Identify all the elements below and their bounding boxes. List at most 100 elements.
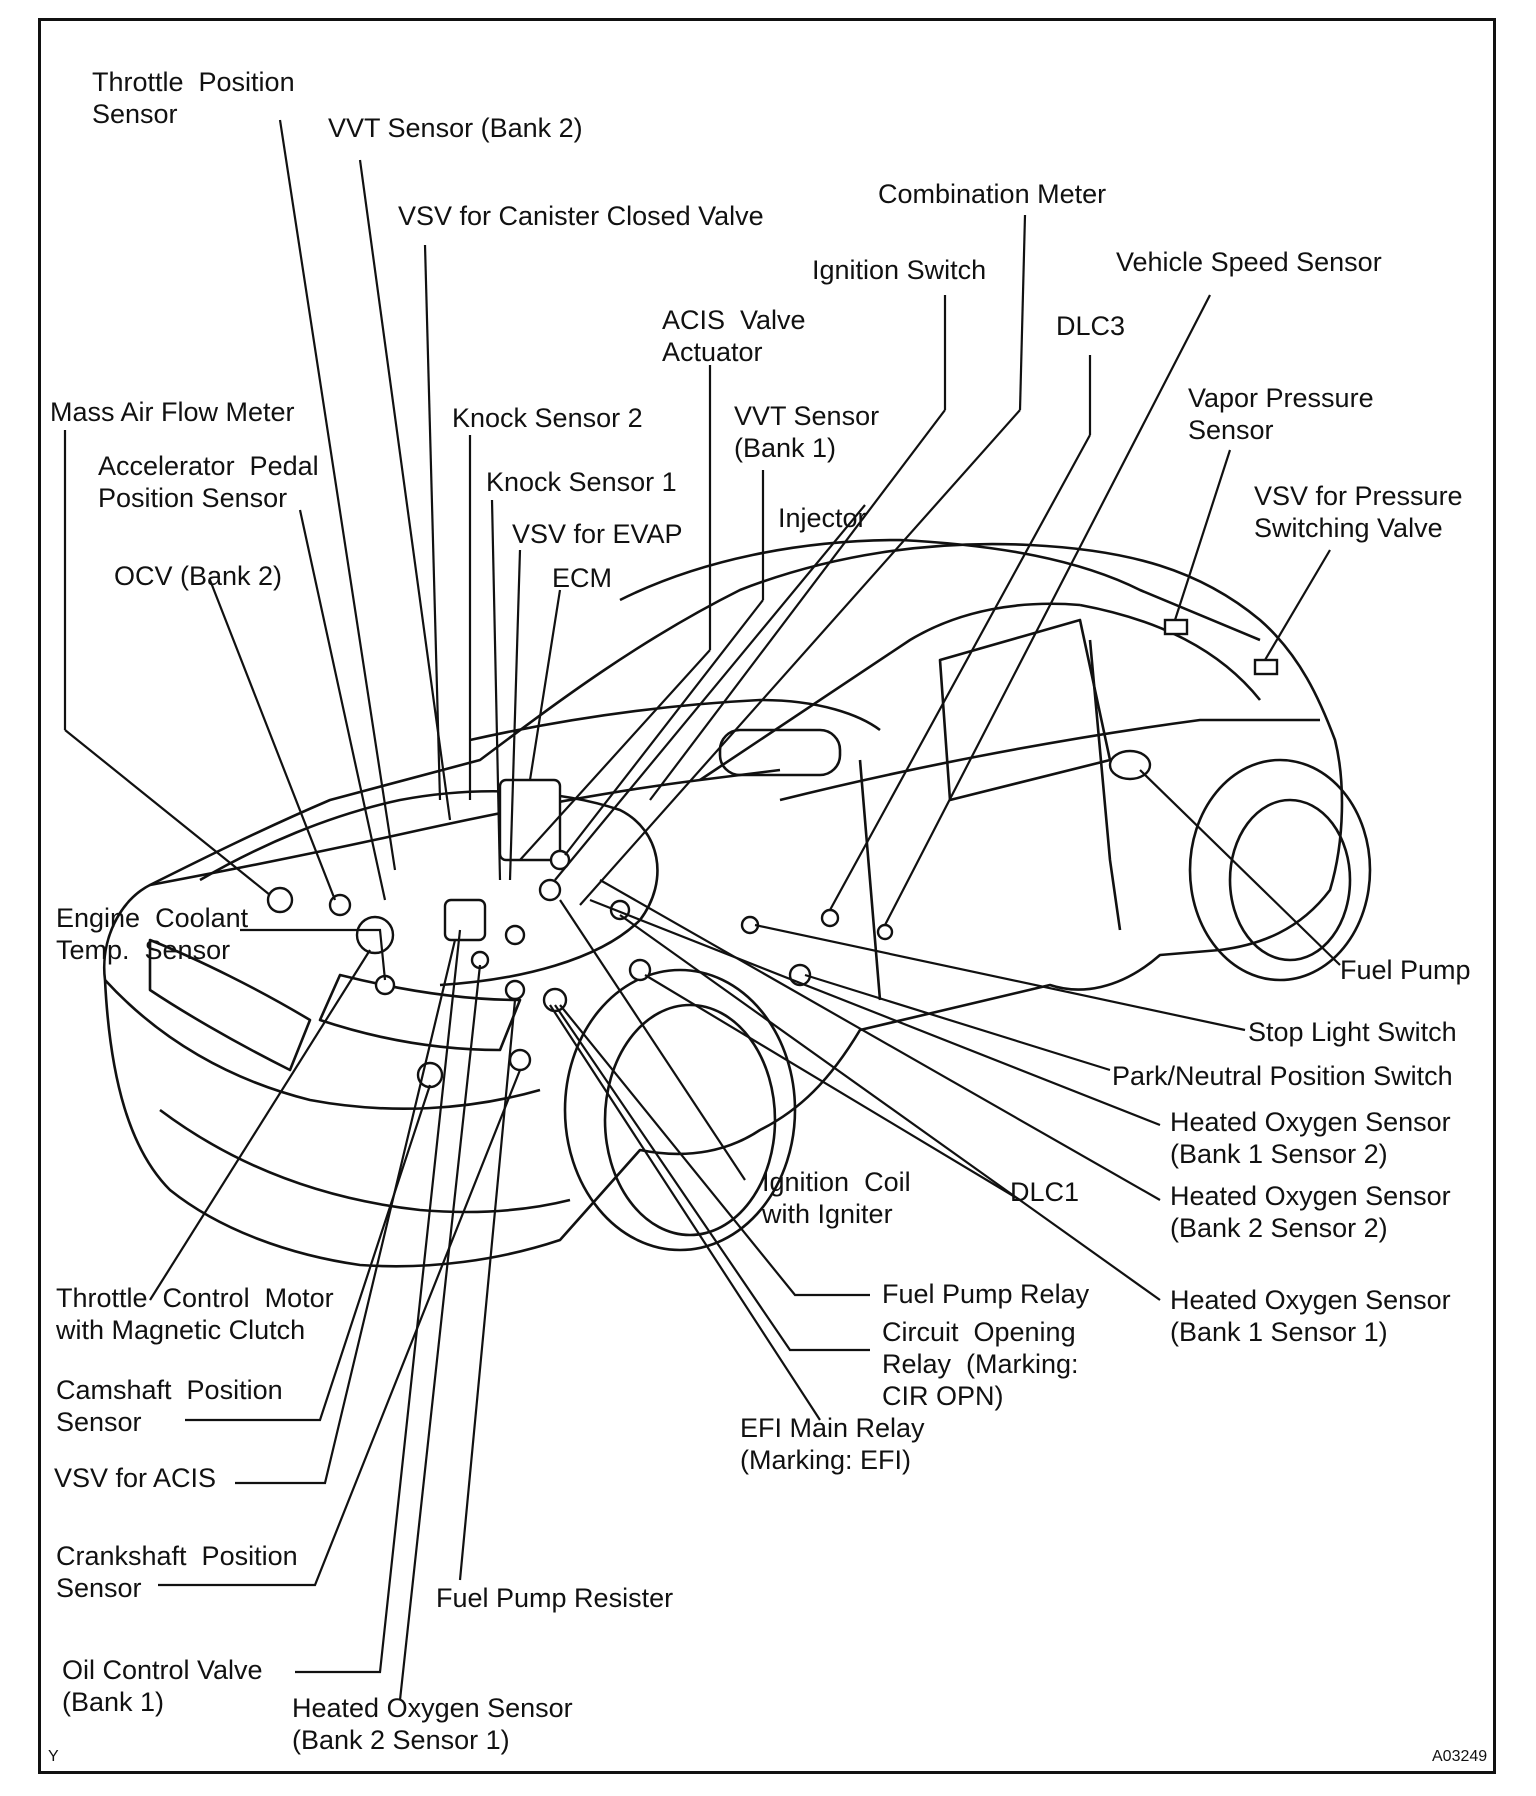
leader-stop-light — [754, 923, 1246, 1032]
dlc3-marker — [820, 908, 840, 928]
label-dlc1: DLC1 — [1010, 1177, 1080, 1207]
leader-throttle-position-sensor — [278, 119, 397, 871]
leader-ignition-coil — [559, 899, 746, 1181]
car-roof — [619, 538, 1261, 642]
leader-fuel-pump-relay — [559, 1004, 870, 1297]
leader-camshaft — [185, 1084, 432, 1422]
car-outline — [102, 538, 1372, 1268]
label-vapor-pressure-sensor: Vapor Pressure Sensor — [1188, 383, 1374, 445]
car-rear-window — [1079, 603, 1262, 701]
crankshaft-sensor-marker — [508, 1048, 532, 1072]
vapor-pressure-sensor-marker — [1163, 618, 1189, 636]
leader-crankshaft — [158, 1069, 522, 1587]
car-body-side — [102, 542, 1344, 1268]
fuel-pump-resister-marker — [504, 979, 526, 1001]
leader-vsv-canister — [423, 244, 442, 801]
label-vsv-for-acis: VSV for ACIS — [54, 1463, 217, 1493]
leader-ocv-bank1 — [295, 929, 462, 1674]
label-vehicle-speed-sensor: Vehicle Speed Sensor — [1116, 247, 1382, 277]
label-ocv-bank2: OCV (Bank 2) — [114, 561, 283, 591]
label-vvt-sensor-bank1: VVT Sensor (Bank 1) — [734, 401, 880, 463]
leader-vvt-bank1-2 — [564, 599, 764, 856]
leader-fuel-pump-resister — [458, 999, 517, 1581]
label-fuel-pump: Fuel Pump — [1340, 955, 1471, 985]
ignition-coil-marker — [443, 898, 487, 942]
label-dlc3: DLC3 — [1056, 311, 1126, 341]
leader-combination-meter — [1018, 214, 1027, 411]
car-engine-bay-edge — [199, 789, 659, 987]
label-knock-sensor-1: Knock Sensor 1 — [486, 467, 677, 497]
figure-code: A03249 — [1432, 1748, 1488, 1765]
leader-ecm — [528, 589, 562, 781]
injector-marker — [538, 878, 562, 902]
car-cowl-vent — [718, 728, 842, 777]
car-door-line — [1088, 639, 1122, 931]
diagram-frame — [38, 18, 1496, 1774]
leader-acis-2 — [519, 649, 711, 861]
label-heated-o2-bank1-sensor2: Heated Oxygen Sensor (Bank 1 Sensor 2) — [1170, 1107, 1451, 1169]
car-beltline — [779, 718, 1320, 802]
throttle-body-marker — [355, 915, 395, 955]
car-front-wheel — [603, 1003, 777, 1237]
label-throttle-control-motor: Throttle Control Motor with Magnetic Clu… — [56, 1283, 334, 1345]
speed-sensor-marker — [876, 923, 894, 941]
label-injector: Injector — [778, 503, 867, 533]
fuel-pump-marker — [1108, 749, 1152, 781]
leader-throttle-control — [149, 949, 371, 1301]
label-vsv-canister-closed-valve: VSV for Canister Closed Valve — [398, 201, 764, 231]
leader-circuit-opening — [554, 1004, 870, 1352]
leader-maf-2 — [64, 729, 271, 896]
leader-o2-b2s2 — [599, 879, 1161, 1201]
leader-efi-main — [549, 1004, 821, 1421]
leader-o2-b1s1 — [619, 914, 1161, 1301]
leader-vvt-bank2 — [358, 159, 452, 821]
label-crankshaft-position-sensor: Crankshaft Position Sensor — [56, 1541, 298, 1603]
label-throttle-position-sensor: Throttle Position Sensor — [92, 67, 295, 129]
label-heated-o2-bank1-sensor1: Heated Oxygen Sensor (Bank 1 Sensor 1) — [1170, 1285, 1451, 1347]
knock-sensor-marker — [504, 924, 526, 946]
vvt-bank1-marker — [549, 849, 571, 871]
label-fuel-pump-relay: Fuel Pump Relay — [882, 1279, 1090, 1309]
label-heated-o2-bank2-sensor2: Heated Oxygen Sensor (Bank 2 Sensor 2) — [1170, 1181, 1451, 1243]
leader-dlc3-2 — [829, 434, 1091, 911]
leader-injector — [554, 504, 866, 881]
leader-vehicle-speed-sensor — [884, 294, 1211, 926]
label-circuit-opening-relay: Circuit Opening Relay (Marking: CIR OPN) — [882, 1317, 1079, 1411]
car-side-window — [938, 618, 1112, 802]
car-door-line-2 — [858, 759, 882, 1001]
leader-fuel-pump — [1139, 769, 1341, 966]
ocv-bank2-marker — [328, 893, 352, 917]
car-hood — [149, 768, 781, 887]
leader-vsv-pressure — [1264, 549, 1331, 661]
label-knock-sensor-2: Knock Sensor 2 — [452, 403, 643, 433]
car-windshield — [699, 602, 1081, 782]
car-rear-wheel-arch — [1188, 758, 1372, 982]
label-park-neutral-position-switch: Park/Neutral Position Switch — [1112, 1061, 1453, 1091]
car-lower-valance — [159, 1108, 571, 1214]
vsv-pressure-switching-marker — [1253, 658, 1279, 676]
car-rear-wheel — [1228, 798, 1352, 962]
label-ignition-switch: Ignition Switch — [812, 255, 987, 285]
label-stop-light-switch: Stop Light Switch — [1248, 1017, 1457, 1047]
label-combination-meter: Combination Meter — [878, 179, 1107, 209]
leader-ignition-switch-2 — [649, 409, 946, 801]
leader-aps — [298, 509, 387, 901]
leader-o2-b2s1 — [398, 964, 482, 1701]
car-front-bumper — [104, 979, 541, 1111]
leader-coolant — [240, 928, 387, 981]
leader-o2-b1s2 — [589, 898, 1161, 1127]
label-engine-coolant-temp-sensor: Engine Coolant Temp. Sensor — [56, 903, 249, 965]
leader-park-neutral — [804, 973, 1111, 1072]
label-ecm: ECM — [552, 563, 612, 593]
label-vsv-pressure-switching-valve: VSV for Pressure Switching Valve — [1254, 481, 1463, 543]
car-cowl — [469, 698, 881, 742]
leader-combination-meter-2 — [579, 409, 1021, 906]
leader-vsv-acis — [235, 939, 457, 1485]
label-mass-air-flow-meter: Mass Air Flow Meter — [50, 397, 295, 427]
label-heated-o2-bank2-sensor1: Heated Oxygen Sensor (Bank 2 Sensor 1) — [292, 1693, 573, 1755]
car-grille — [148, 938, 312, 1072]
leader-dlc1 — [644, 974, 1021, 1201]
label-efi-main-relay: EFI Main Relay (Marking: EFI) — [740, 1413, 925, 1475]
leader-knock-1 — [490, 499, 502, 881]
label-vsv-evap: VSV for EVAP — [512, 519, 683, 549]
